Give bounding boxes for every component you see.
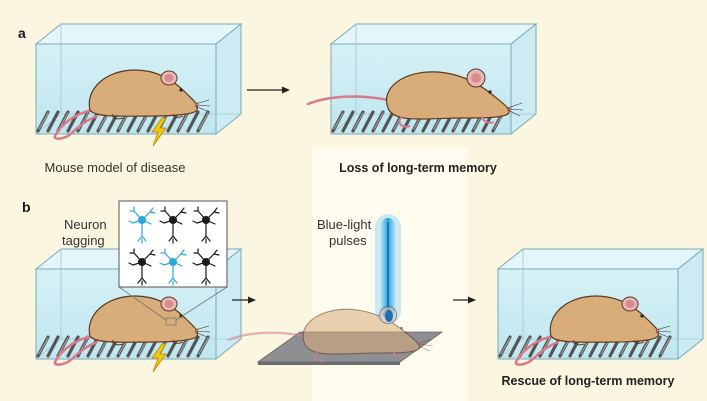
panel-b-letter: b [22, 199, 31, 215]
light-beam [375, 214, 401, 324]
arrow-a [247, 86, 290, 94]
zoom-lines [118, 286, 228, 326]
arrow-b1 [232, 296, 256, 304]
blue-light-label-line2: pulses [329, 233, 367, 248]
floor-platform-edge [258, 362, 400, 365]
blue-light-label-line1: Blue-light [317, 217, 372, 232]
panel-a-letter: a [18, 25, 26, 41]
caption-memory-rescue: Rescue of long-term memory [502, 374, 675, 388]
neuron-tagging-label-line2: tagging [62, 233, 105, 248]
caption-memory-loss: Loss of long-term memory [339, 161, 497, 175]
optic-fiber-icon [385, 310, 393, 322]
arrow-b2 [453, 296, 476, 304]
neuron-tagging-label-line1: Neuron [64, 217, 107, 232]
caption-disease-model: Mouse model of disease [45, 160, 186, 175]
neuron-tagging-inset [118, 200, 228, 288]
